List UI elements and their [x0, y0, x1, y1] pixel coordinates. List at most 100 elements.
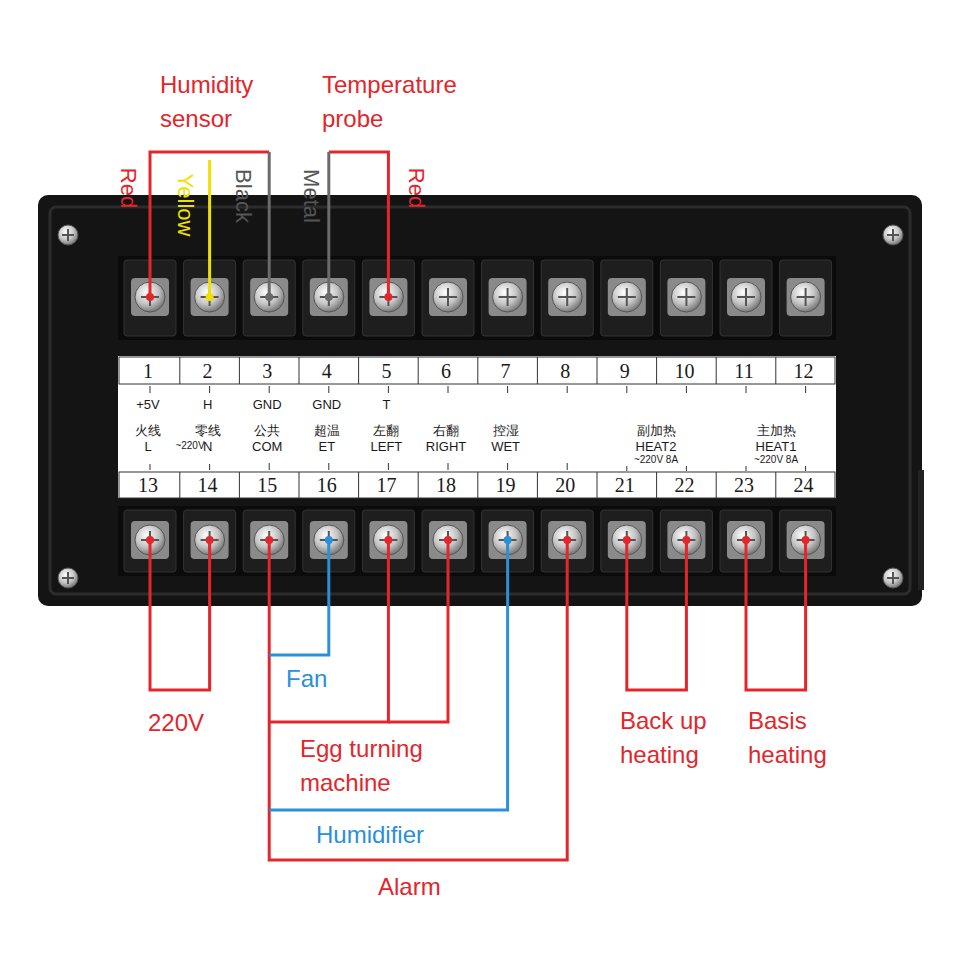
backup-heating-wire	[627, 540, 687, 690]
terminal-number: 1	[143, 361, 153, 381]
basis-heating-wire	[746, 540, 806, 690]
pin-name: RIGHT	[426, 440, 466, 453]
pin-name: T	[382, 398, 390, 411]
number-divider	[716, 472, 717, 498]
terminal-screw-slot	[447, 288, 449, 306]
terminal-screw-slot	[626, 288, 628, 306]
fan-wire	[269, 540, 329, 655]
terminal-number: 15	[257, 475, 277, 495]
pin-tick	[805, 386, 806, 393]
number-divider	[597, 357, 598, 384]
wire-end	[384, 536, 392, 544]
pin-name: ~220V 8A	[754, 455, 798, 465]
corner-screw	[883, 225, 903, 245]
terminal-clamp	[548, 278, 586, 316]
pin-name: 右翻	[433, 424, 459, 437]
pin-tick	[269, 386, 270, 393]
wire-end	[384, 293, 392, 301]
number-divider	[656, 357, 657, 384]
pin-tick	[150, 386, 151, 393]
device-label: Back up heating	[620, 704, 730, 772]
pin-tick	[686, 466, 687, 471]
wire-end	[623, 536, 631, 544]
pin-name: COM	[252, 440, 282, 453]
pin-name: HEAT2	[636, 440, 677, 453]
wire-end	[146, 293, 154, 301]
wire-end	[265, 293, 273, 301]
humidity-wire-yellow	[208, 160, 211, 297]
device-label: 220V	[148, 706, 228, 740]
controller-housing	[38, 195, 922, 606]
terminal-number: 9	[620, 361, 630, 381]
wire-colour: Red	[405, 168, 427, 208]
pin-tick	[626, 466, 627, 471]
number-divider	[239, 472, 240, 498]
pin-tick	[388, 386, 389, 393]
pin-name: 零线	[195, 424, 221, 437]
wire-end	[682, 536, 690, 544]
pin-name: HEAT1	[756, 440, 797, 453]
pin-tick	[567, 386, 568, 393]
device-label: Egg turning machine	[300, 732, 460, 800]
terminal-cell	[541, 260, 593, 336]
pin-name: +5V	[136, 398, 160, 411]
wire-end	[206, 536, 214, 544]
pin-tick	[507, 463, 508, 470]
device-label: Basis heating	[748, 704, 858, 772]
terminal-screw	[433, 282, 463, 312]
pin-tick	[269, 463, 270, 470]
pin-name: ~220V	[175, 441, 204, 451]
device-label: Fan	[286, 662, 346, 696]
pin-tick	[448, 386, 449, 393]
pin-tick	[507, 386, 508, 393]
pin-tick	[328, 386, 329, 393]
pin-tick	[626, 386, 627, 393]
label-strip	[118, 356, 836, 498]
humidifier-wire	[269, 540, 507, 810]
number-divider	[179, 472, 180, 498]
terminal-clamp	[667, 278, 705, 316]
terminal-number: 5	[381, 361, 391, 381]
terminal-number: 22	[674, 475, 694, 495]
number-divider	[716, 357, 717, 384]
pin-tick	[448, 463, 449, 470]
pin-name: WET	[491, 440, 520, 453]
humidity-wire-red	[150, 152, 269, 297]
terminal-screw-slot	[566, 288, 568, 306]
terminal-number: 14	[198, 475, 218, 495]
terminal-clamp	[608, 278, 646, 316]
pin-name: ET	[318, 440, 335, 453]
number-divider	[597, 472, 598, 498]
humidity-wire-black	[268, 152, 271, 297]
pin-name: 副加热	[637, 424, 676, 437]
egg-turning-wire	[388, 540, 448, 722]
terminal-label-strip: 123456789101112+5VHGNDGNDT火线零线公共超温左翻右翻控湿…	[118, 356, 836, 498]
terminal-screw-slot	[805, 288, 807, 306]
terminal-number: 4	[322, 361, 332, 381]
terminal-block	[118, 506, 836, 576]
corner-screw-slot	[67, 572, 69, 584]
terminal-number: 8	[560, 361, 570, 381]
corner-screw-slot	[892, 229, 894, 241]
terminal-clamp	[727, 278, 765, 316]
corner-screw-slot	[892, 572, 894, 584]
wire-colour: Black	[232, 169, 254, 223]
pin-name: H	[203, 398, 212, 411]
terminal-screw	[552, 282, 582, 312]
terminal-number: 10	[674, 361, 694, 381]
callout-label: Humidity sensor	[160, 68, 290, 136]
number-divider	[418, 357, 419, 384]
pin-name: GND	[253, 398, 282, 411]
wire-end	[802, 536, 810, 544]
pin-name: 超温	[314, 424, 340, 437]
housing-bezel	[50, 207, 910, 594]
pin-tick	[209, 464, 210, 470]
terminal-number: 20	[555, 475, 575, 495]
corner-screw	[58, 225, 78, 245]
power-wire	[150, 540, 210, 690]
terminal-number: 18	[436, 475, 456, 495]
number-divider	[656, 472, 657, 498]
wire-end	[206, 293, 214, 301]
wire-colour: Red	[117, 168, 139, 208]
terminal-cell	[720, 260, 772, 336]
